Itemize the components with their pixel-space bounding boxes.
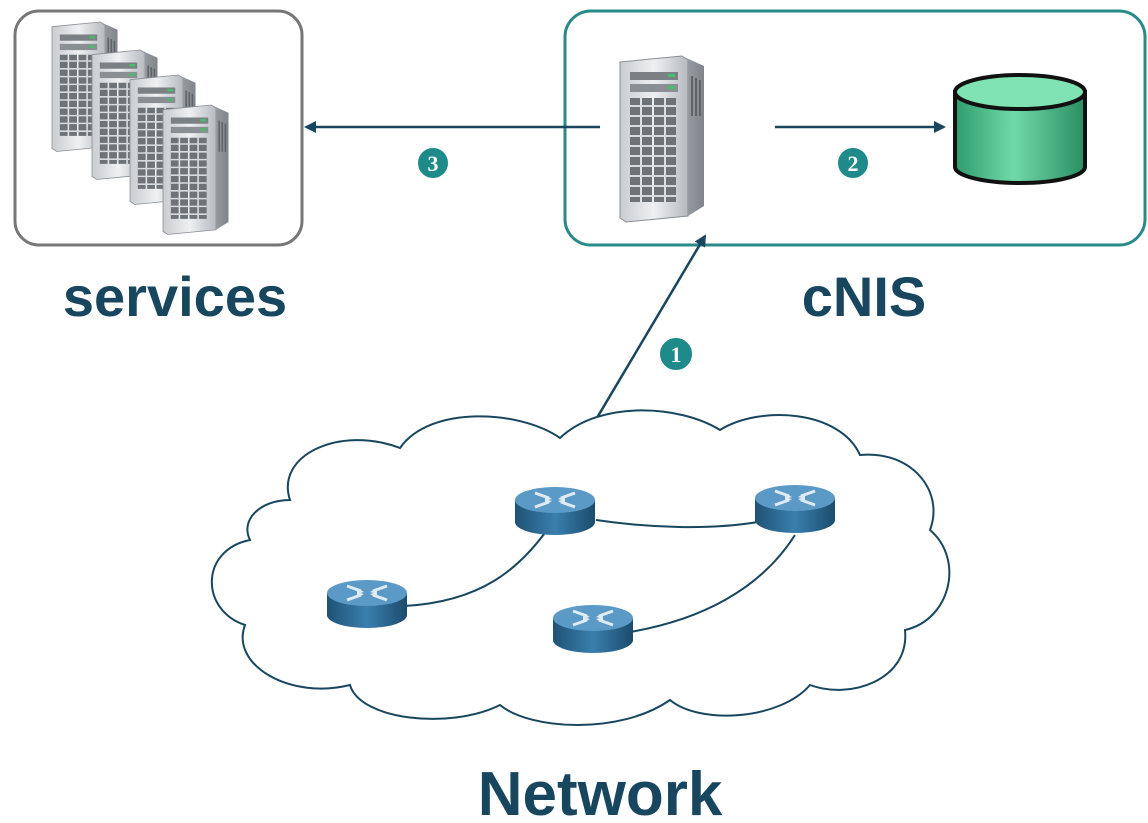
step-badge-2: 2 (836, 146, 870, 180)
link-router-c-router-d (629, 534, 796, 633)
step-badge-2-label: 2 (848, 151, 859, 176)
router-icon (513, 485, 597, 537)
network-cloud (210, 409, 951, 726)
database-icon (953, 73, 1087, 185)
step-badge-1: 1 (658, 336, 694, 372)
cnis-label: cNIS (802, 265, 927, 328)
router-icon (325, 578, 409, 630)
cnis-server-icon (619, 55, 705, 223)
link-router-b-router-c (595, 519, 759, 529)
network-links (403, 519, 796, 633)
arrow-step-1 (583, 234, 707, 439)
router-icon (753, 483, 837, 535)
services-label: services (63, 265, 287, 328)
link-router-a-router-b (403, 522, 553, 607)
step-badge-1-label: 1 (671, 342, 682, 367)
step-badge-3-label: 3 (428, 151, 439, 176)
network-label: Network (478, 760, 723, 823)
router-icon (551, 603, 635, 655)
step-badge-3: 3 (416, 146, 450, 180)
